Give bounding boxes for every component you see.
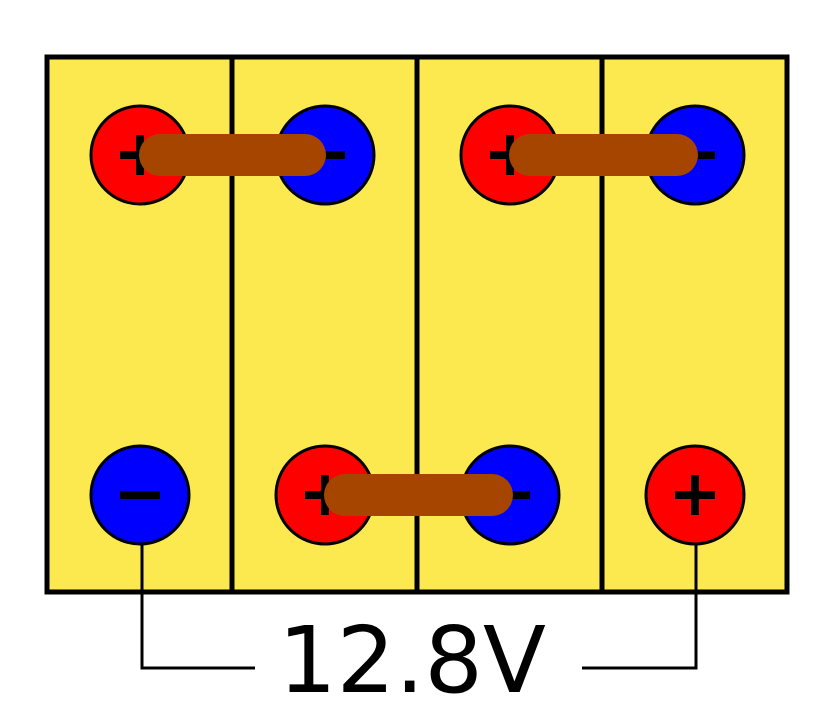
positive-terminal <box>644 444 746 546</box>
plus-sign-icon <box>691 475 699 515</box>
bus-bars <box>139 134 698 516</box>
voltage-label: 12.8V <box>278 607 546 714</box>
minus-sign-icon <box>120 491 160 499</box>
negative-lead <box>140 545 255 670</box>
positive-lead <box>582 545 698 670</box>
output-leads <box>140 545 698 670</box>
negative-terminal <box>89 444 191 546</box>
